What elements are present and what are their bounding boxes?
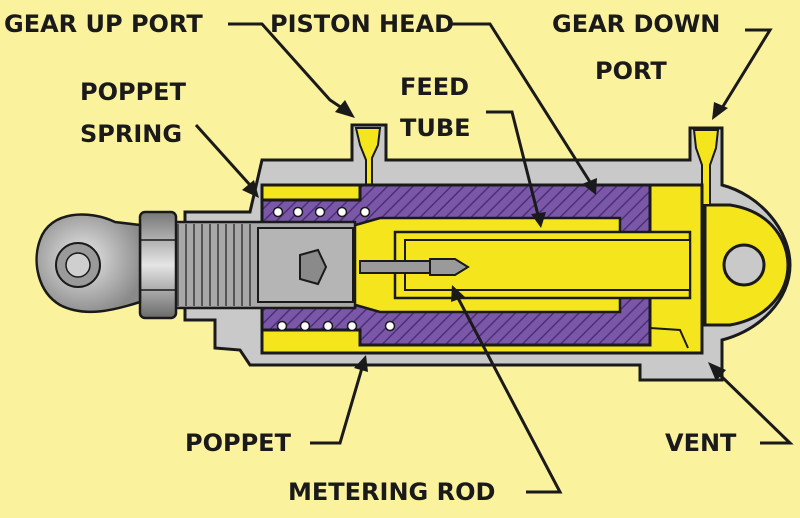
leader-piston-head (450, 22, 597, 195)
metering-rod-tip (429, 258, 470, 276)
label-feed-tube-2: TUBE (400, 114, 471, 142)
label-gear-down-port-2: PORT (595, 57, 667, 85)
label-vent: VENT (665, 429, 737, 457)
metering-rod-nut (299, 248, 328, 286)
leader-feed-tube (486, 110, 546, 228)
label-gear-up-port: GEAR UP PORT (4, 10, 203, 38)
metering-rod (359, 260, 433, 274)
vent-passage (649, 327, 689, 349)
leader-metering-rod (451, 285, 563, 494)
label-metering-rod: METERING ROD (288, 478, 495, 506)
label-poppet-spring-1: POPPET (80, 78, 187, 106)
leader-gear-down-port (712, 28, 773, 120)
leader-gear-up-port (228, 22, 355, 118)
leader-poppet-spring (194, 123, 259, 198)
rod-end-nut (138, 210, 178, 320)
poppet-spring-top (272, 206, 371, 218)
label-feed-tube-1: FEED (400, 73, 469, 101)
label-poppet: POPPET (185, 429, 292, 457)
poppet-spring-bottom (276, 320, 396, 332)
label-gear-down-port-1: GEAR DOWN (552, 10, 720, 38)
mounting-eye-hole (722, 243, 766, 287)
gear-down-port-passage (692, 129, 720, 206)
rod-threads (177, 224, 251, 306)
leader-poppet (310, 355, 368, 445)
label-piston-head: PISTON HEAD (270, 10, 454, 38)
label-poppet-spring-2: SPRING (80, 120, 182, 148)
leader-vent (708, 362, 794, 445)
